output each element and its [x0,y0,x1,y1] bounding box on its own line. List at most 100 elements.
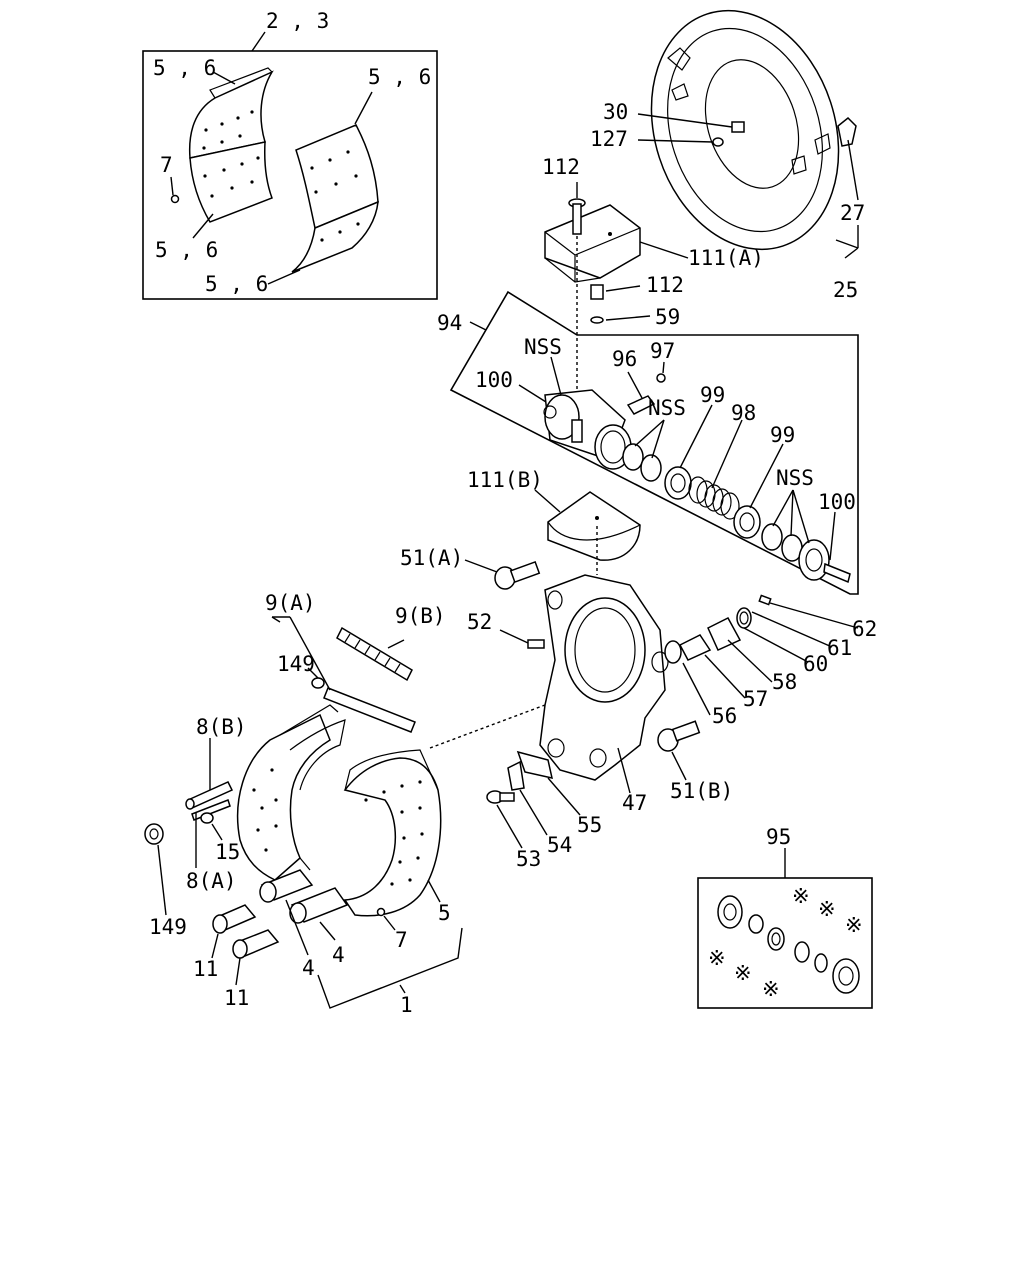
label-53: 53 [516,847,541,871]
kit-star-6: ※ [845,913,863,937]
lining-left-lower [189,141,273,223]
label-60: 60 [803,652,828,676]
label-111b: 111(B) [467,468,543,492]
kit-star-4: ※ [792,884,810,908]
label-97: 97 [650,339,675,363]
wheel-cylinder-group: 94 NSS 96 97 100 NSS 99 98 99 NSS 100 [437,290,859,595]
label-nss-2: NSS [648,396,686,420]
kit-piston-2 [832,958,860,994]
label-112-top: 112 [542,155,580,179]
piston-cup-99-b [733,505,761,539]
brake-shoes-group: 8(B) 15 8(A) 149 5 7 4 4 11 11 1 [144,704,463,1017]
label-94: 94 [437,311,462,335]
label-30: 30 [603,100,628,124]
label-100-left: 100 [475,368,513,392]
label-2-3: 2 , 3 [266,9,329,33]
brake-shoe-right [343,757,442,917]
label-51b: 51(B) [670,779,733,803]
label-95: 95 [766,825,791,849]
kit-star-1: ※ [708,946,726,970]
kit-cup-1 [767,927,785,951]
brake-shoe-left [236,713,331,881]
label-5-6-bottom-left: 5 , 6 [155,238,218,262]
label-149-top: 149 [277,652,315,676]
label-5: 5 [438,901,451,925]
piston-100-right [798,539,830,581]
lining-right-lower [291,200,379,273]
part-56 [664,640,682,664]
kit-star-2: ※ [734,961,752,985]
rivet-icon [170,194,180,204]
label-100-right: 100 [818,490,856,514]
label-55: 55 [577,813,602,837]
label-111a: 111(A) [688,246,764,270]
spider-group: 51(A) 52 62 61 60 58 57 56 51(B) 47 55 5… [400,546,877,871]
part-58 [707,617,742,651]
chamber-cover-group: 112 111(A) 112 59 [542,155,764,420]
cylinder-end [544,394,580,440]
label-99-b: 99 [770,423,795,447]
label-47: 47 [622,791,647,815]
bolt-52 [527,639,545,649]
pin-62 [758,594,772,606]
piston-cup-99-a [664,466,692,500]
cover-111a [544,204,641,279]
seal-ring-nss-2 [640,454,662,482]
return-springs-group: 9(A) 9(B) 149 [265,591,446,733]
bolt-112-mid [590,284,604,300]
label-56: 56 [712,704,737,728]
bleeder-screw [626,395,656,415]
label-1: 1 [400,993,413,1017]
label-112-mid: 112 [646,273,684,297]
label-15: 15 [215,840,240,864]
label-9b: 9(B) [395,604,446,628]
spring-clip-149 [311,677,325,689]
label-61: 61 [827,636,852,660]
label-5-6-bottom: 5 , 6 [205,272,268,296]
label-57: 57 [743,687,768,711]
shield-clip [837,116,857,147]
cylinder-frame [449,290,859,595]
label-8a: 8(A) [186,869,237,893]
seal-ring-nss-1 [622,443,644,471]
lining-inset-frame [142,50,438,300]
label-9a: 9(A) [265,591,316,615]
label-4-a: 4 [302,956,315,980]
kit-star-5: ※ [818,897,836,921]
lining-inset: 2 , 3 5 , 6 5 , 6 7 5 , 6 5 , 6 [142,9,438,300]
label-5-6-top-right: 5 , 6 [368,65,431,89]
label-nss-1: NSS [524,335,562,359]
shoe-rivets [252,768,424,886]
dust-shield [650,9,840,251]
washer-59 [590,316,604,324]
label-59: 59 [655,305,680,329]
kit-star-3: ※ [762,977,780,1001]
dust-shield-group: 30 127 27 25 [590,9,865,302]
bushing-149 [144,823,164,845]
kit-piston [717,895,743,929]
label-7: 7 [395,928,408,952]
label-52: 52 [467,610,492,634]
cylinder-pin [571,419,583,443]
spring-98 [688,476,740,520]
plate-55 [516,750,553,779]
kit-ring-1 [748,914,764,934]
label-11-a: 11 [193,957,218,981]
plate-54 [507,760,525,791]
label-5-6-top-left: 5 , 6 [153,56,216,80]
shield-washer [712,137,724,147]
seal-ring-nss-3 [761,523,783,551]
label-99-a: 99 [700,383,725,407]
label-149-bottom: 149 [149,915,187,939]
spring-9b [336,626,413,682]
label-25: 25 [833,278,858,302]
part-57 [678,634,712,661]
label-51a: 51(A) [400,546,463,570]
shield-bolt [731,121,745,133]
lining-rivets [202,110,360,242]
label-nss-3: NSS [776,466,814,490]
spring-9a [323,687,416,733]
label-127: 127 [590,127,628,151]
cover-111b-group: 111(B) [467,468,641,575]
